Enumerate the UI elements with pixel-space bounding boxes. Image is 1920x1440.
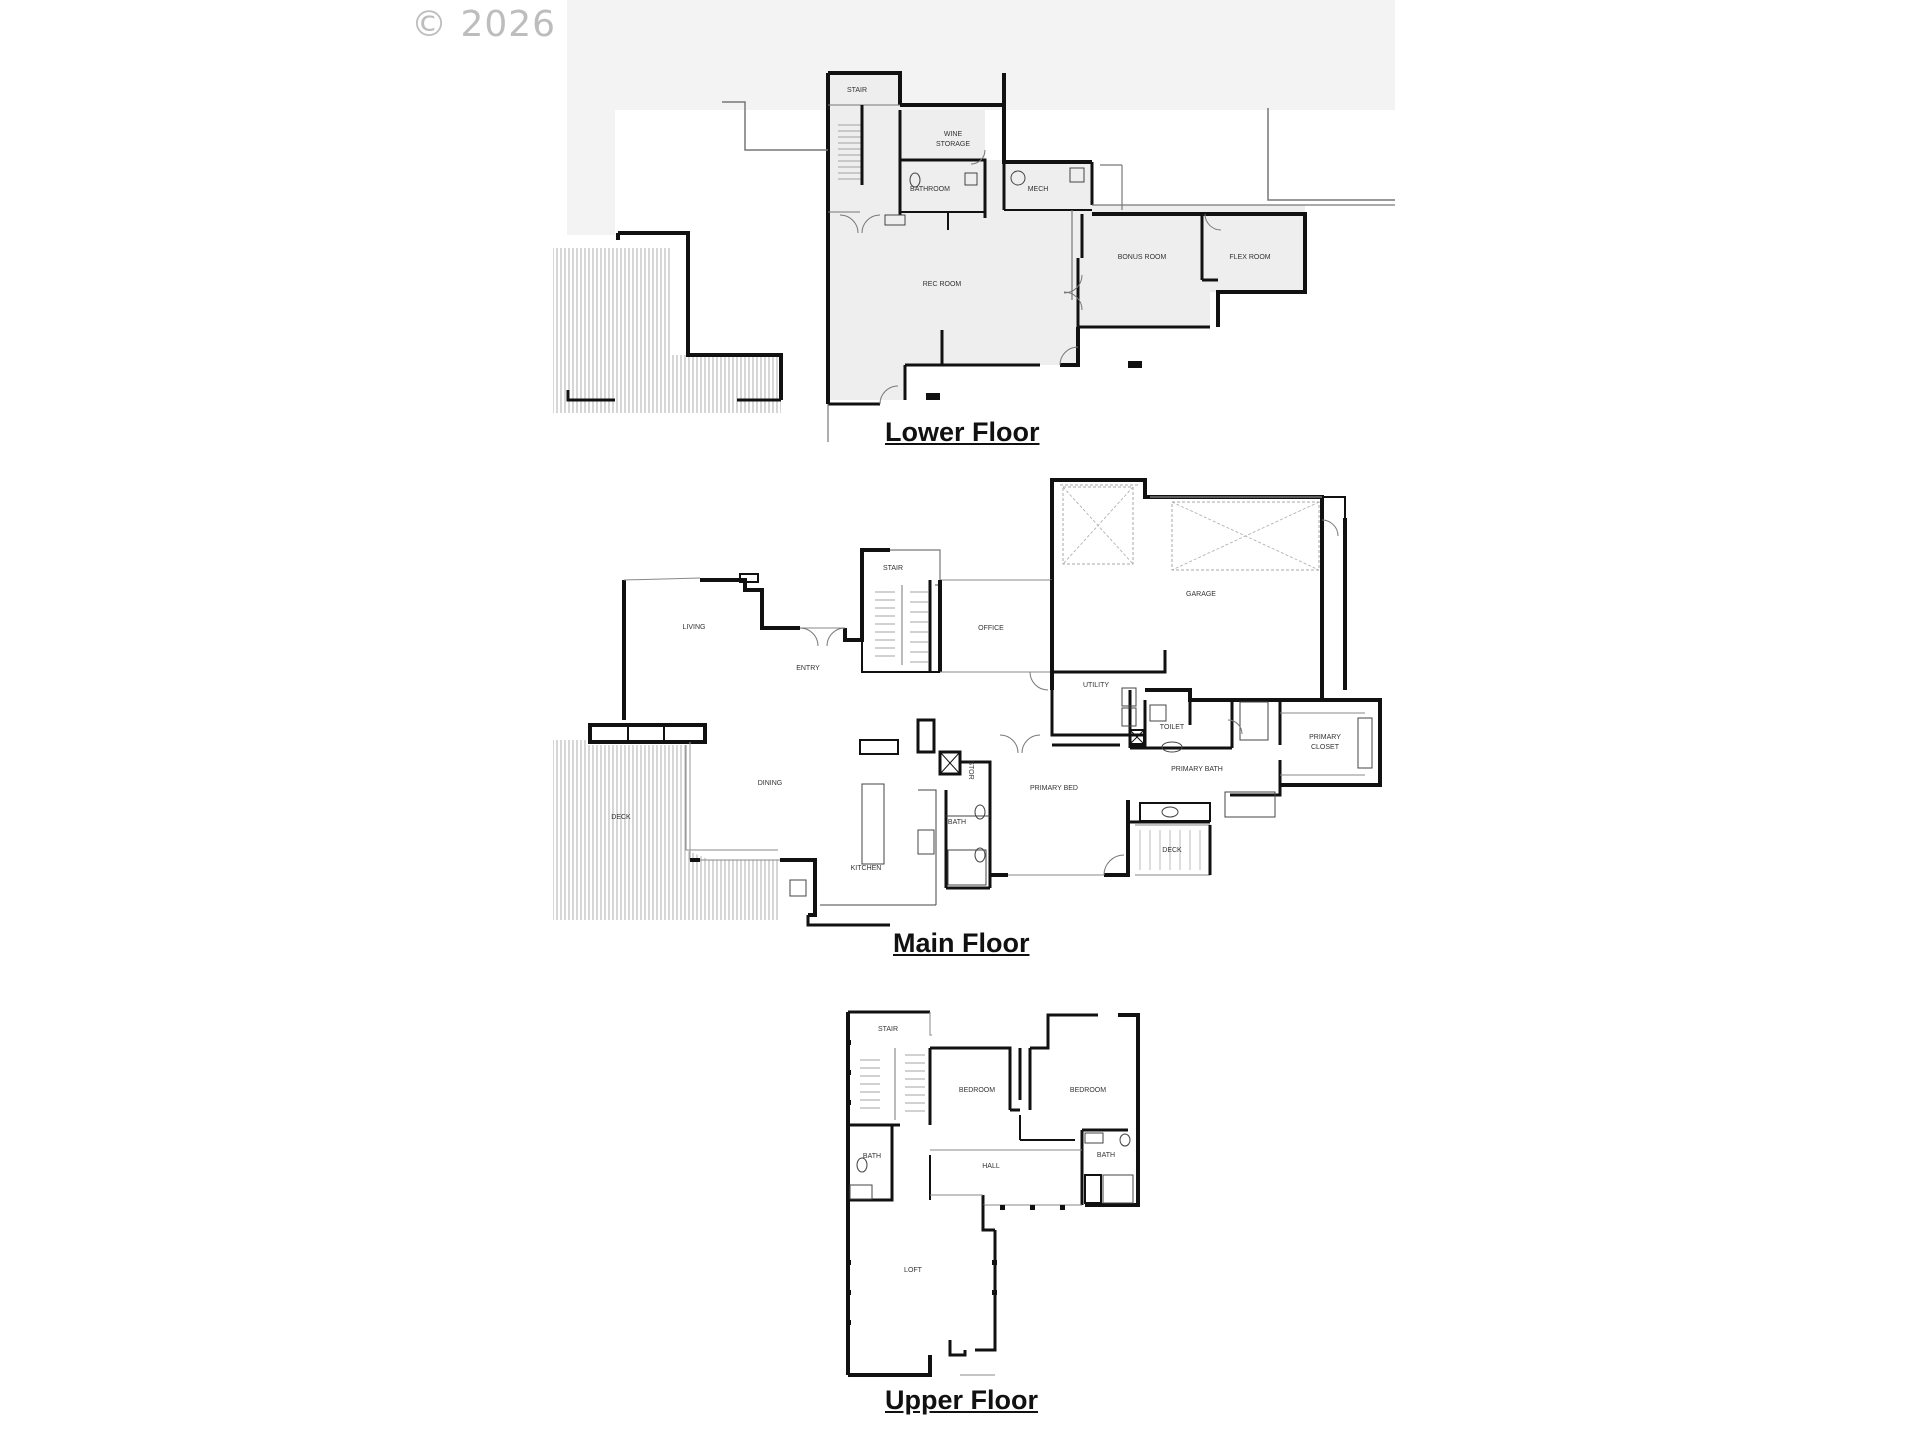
lower-deck xyxy=(553,231,783,413)
garage-outline xyxy=(1050,478,1347,690)
upper-room-label-loft: LOFT xyxy=(904,1267,922,1274)
main-room-label-entry: ENTRY xyxy=(796,665,820,672)
lower-room-label-flex-room: FLEX ROOM xyxy=(1229,254,1271,261)
main-room-label-stor: STOR xyxy=(967,760,974,780)
lower-room-label-wine-storage: WINE STORAGE xyxy=(935,131,971,148)
main-floor-plan xyxy=(553,478,1382,927)
main-floor-title: Main Floor xyxy=(893,928,1030,958)
main-room-label-stair: STAIR xyxy=(882,565,904,572)
main-room-label-toilet: TOILET xyxy=(1159,724,1185,731)
main-room-label-primary-closet: PRIMARY CLOSET xyxy=(1309,734,1341,751)
main-room-label-kitchen: KITCHEN xyxy=(850,865,882,872)
main-room-label-utility: UTILITY xyxy=(1082,682,1110,689)
main-room-label-office: OFFICE xyxy=(978,625,1004,632)
upper-room-label-hall: HALL xyxy=(982,1163,1000,1170)
main-room-label-primary-bath: PRIMARY BATH xyxy=(1171,766,1223,773)
main-deck-left xyxy=(553,740,780,920)
main-room-label-dining: DINING xyxy=(757,780,783,787)
main-room-label-deck-left: DECK xyxy=(611,814,631,821)
lower-room-label-bonus-room: BONUS ROOM xyxy=(1117,254,1167,261)
upper-room-label-bath-left: BATH xyxy=(862,1153,882,1160)
upper-room-label-stair: STAIR xyxy=(877,1026,899,1033)
main-room-label-living: LIVING xyxy=(682,624,706,631)
upper-room-label-bedroom-1: BEDROOM xyxy=(958,1087,996,1094)
lower-floor-title: Lower Floor xyxy=(885,417,1040,447)
lower-floor-plan xyxy=(553,0,1395,442)
upper-floor-plan xyxy=(846,1010,1140,1377)
main-room-label-deck-right: DECK xyxy=(1162,847,1182,854)
lower-room-label-rec-room: REC ROOM xyxy=(922,281,962,288)
lower-room-label-bathroom: BATHROOM xyxy=(910,186,950,193)
copyright-watermark: © 2026 xyxy=(411,4,557,45)
main-room-label-garage: GARAGE xyxy=(1186,591,1216,598)
lower-room-label-mech: MECH xyxy=(1027,186,1049,193)
main-room-label-bath: BATH xyxy=(947,819,967,826)
upper-room-label-bath-right: BATH xyxy=(1096,1152,1116,1159)
lower-room-label-stair: STAIR xyxy=(846,87,868,94)
upper-room-label-bedroom-2: BEDROOM xyxy=(1069,1087,1107,1094)
main-room-label-primary-bed: PRIMARY BED xyxy=(1030,785,1078,792)
upper-floor-title: Upper Floor xyxy=(885,1385,1038,1415)
